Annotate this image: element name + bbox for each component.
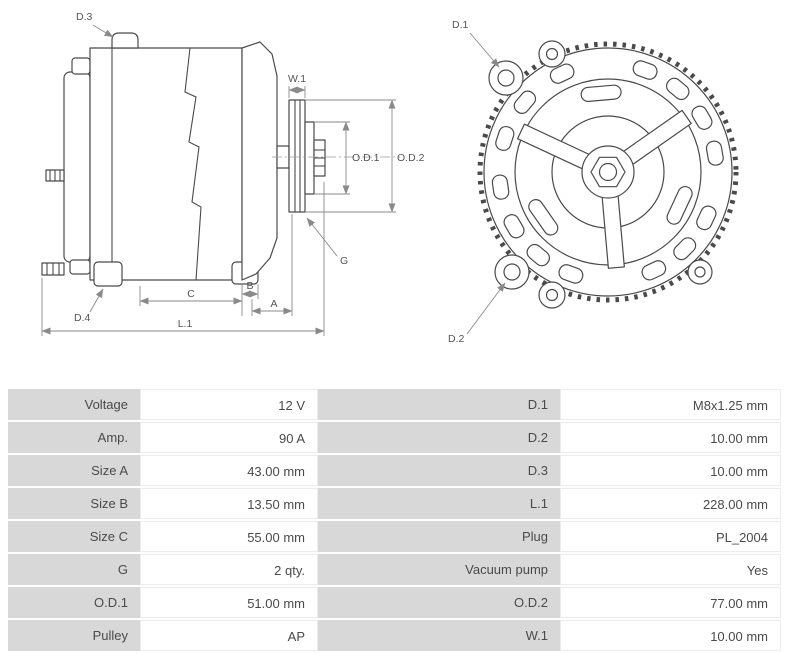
- dim-label-d1: D.1: [452, 19, 469, 31]
- spec-value-cell: AP: [140, 620, 318, 651]
- rear-foot: [93, 261, 123, 287]
- dim-label-c: C: [187, 288, 195, 300]
- spec-value-cell: 51.00 mm: [140, 587, 318, 618]
- table-row: Size B 13.50 mm L.1 228.00 mm: [8, 488, 781, 519]
- shaft-nut: [581, 145, 635, 199]
- technical-drawing: D.3 D.4 W.1 O.D.1 O.D.2 G: [41, 11, 739, 345]
- dim-label-od2: O.D.2: [397, 152, 425, 164]
- spec-value-cell: 90 A: [140, 422, 318, 453]
- spec-value-cell: 77.00 mm: [560, 587, 781, 618]
- spec-value-cell: 2 qty.: [140, 554, 318, 585]
- lower-stud: [41, 262, 65, 276]
- spec-label-cell: Vacuum pump: [318, 554, 560, 585]
- table-row: Size C 55.00 mm Plug PL_2004: [8, 521, 781, 552]
- front-housing: [241, 41, 278, 281]
- spec-label-cell: G: [8, 554, 140, 585]
- spec-label-cell: O.D.2: [318, 587, 560, 618]
- spec-label-cell: Voltage: [8, 389, 140, 420]
- spec-value-cell: Yes: [560, 554, 781, 585]
- dim-label-g: G: [340, 255, 348, 267]
- spokes: [517, 109, 692, 269]
- spec-value-cell: PL_2004: [560, 521, 781, 552]
- spec-value-cell: 12 V: [140, 389, 318, 420]
- side-view-dimensions: D.3 D.4 W.1 O.D.1 O.D.2 G: [41, 11, 425, 336]
- spec-label-cell: Size C: [8, 521, 140, 552]
- table-row: G 2 qty. Vacuum pump Yes: [8, 554, 781, 585]
- front-view-dimensions: D.1 D.2: [448, 19, 506, 345]
- spec-label-cell: D.2: [318, 422, 560, 453]
- face-slots: [528, 84, 693, 236]
- spec-label-cell: L.1: [318, 488, 560, 519]
- spec-label-cell: Amp.: [8, 422, 140, 453]
- spec-label-cell: D.1: [318, 389, 560, 420]
- spec-label-cell: Size B: [8, 488, 140, 519]
- pulley: [276, 99, 326, 213]
- alternator-body: [89, 47, 243, 281]
- spec-label-cell: Plug: [318, 521, 560, 552]
- spec-label-cell: O.D.1: [8, 587, 140, 618]
- table-row: Amp. 90 A D.2 10.00 mm: [8, 422, 781, 453]
- spec-value-cell: M8x1.25 mm: [560, 389, 781, 420]
- terminal-stud: [45, 169, 65, 182]
- dim-label-a: A: [270, 298, 277, 310]
- spec-value-cell: 13.50 mm: [140, 488, 318, 519]
- dim-label-d3: D.3: [76, 11, 93, 23]
- dim-label-d4: D.4: [74, 312, 91, 324]
- top-mounting-lug: [111, 32, 139, 49]
- table-row: Size A 43.00 mm D.3 10.00 mm: [8, 455, 781, 486]
- spec-value-cell: 228.00 mm: [560, 488, 781, 519]
- front-view-drawing: [477, 40, 739, 309]
- spec-value-cell: 10.00 mm: [560, 620, 781, 651]
- side-view-drawing: [41, 32, 400, 287]
- spec-value-cell: 10.00 mm: [560, 455, 781, 486]
- table-row: Voltage 12 V D.1 M8x1.25 mm: [8, 389, 781, 420]
- spec-label-cell: Pulley: [8, 620, 140, 651]
- mounting-lugs: [488, 40, 713, 309]
- dim-label-od1: O.D.1: [352, 152, 380, 164]
- spec-label-cell: D.3: [318, 455, 560, 486]
- dim-label-b: B: [246, 280, 253, 292]
- spec-value-cell: 43.00 mm: [140, 455, 318, 486]
- serrated-rim: [477, 41, 739, 303]
- spec-value-cell: 55.00 mm: [140, 521, 318, 552]
- spec-value-cell: 10.00 mm: [560, 422, 781, 453]
- spec-table: Voltage 12 V D.1 M8x1.25 mm Amp. 90 A D.…: [8, 389, 781, 653]
- dim-label-l1: L.1: [178, 318, 193, 330]
- spec-label-cell: Size A: [8, 455, 140, 486]
- dim-label-w1: W.1: [288, 73, 306, 85]
- table-row: Pulley AP W.1 10.00 mm: [8, 620, 781, 651]
- table-row: O.D.1 51.00 mm O.D.2 77.00 mm: [8, 587, 781, 618]
- dim-label-d2: D.2: [448, 333, 465, 345]
- vent-slots: [491, 60, 724, 284]
- spec-label-cell: W.1: [318, 620, 560, 651]
